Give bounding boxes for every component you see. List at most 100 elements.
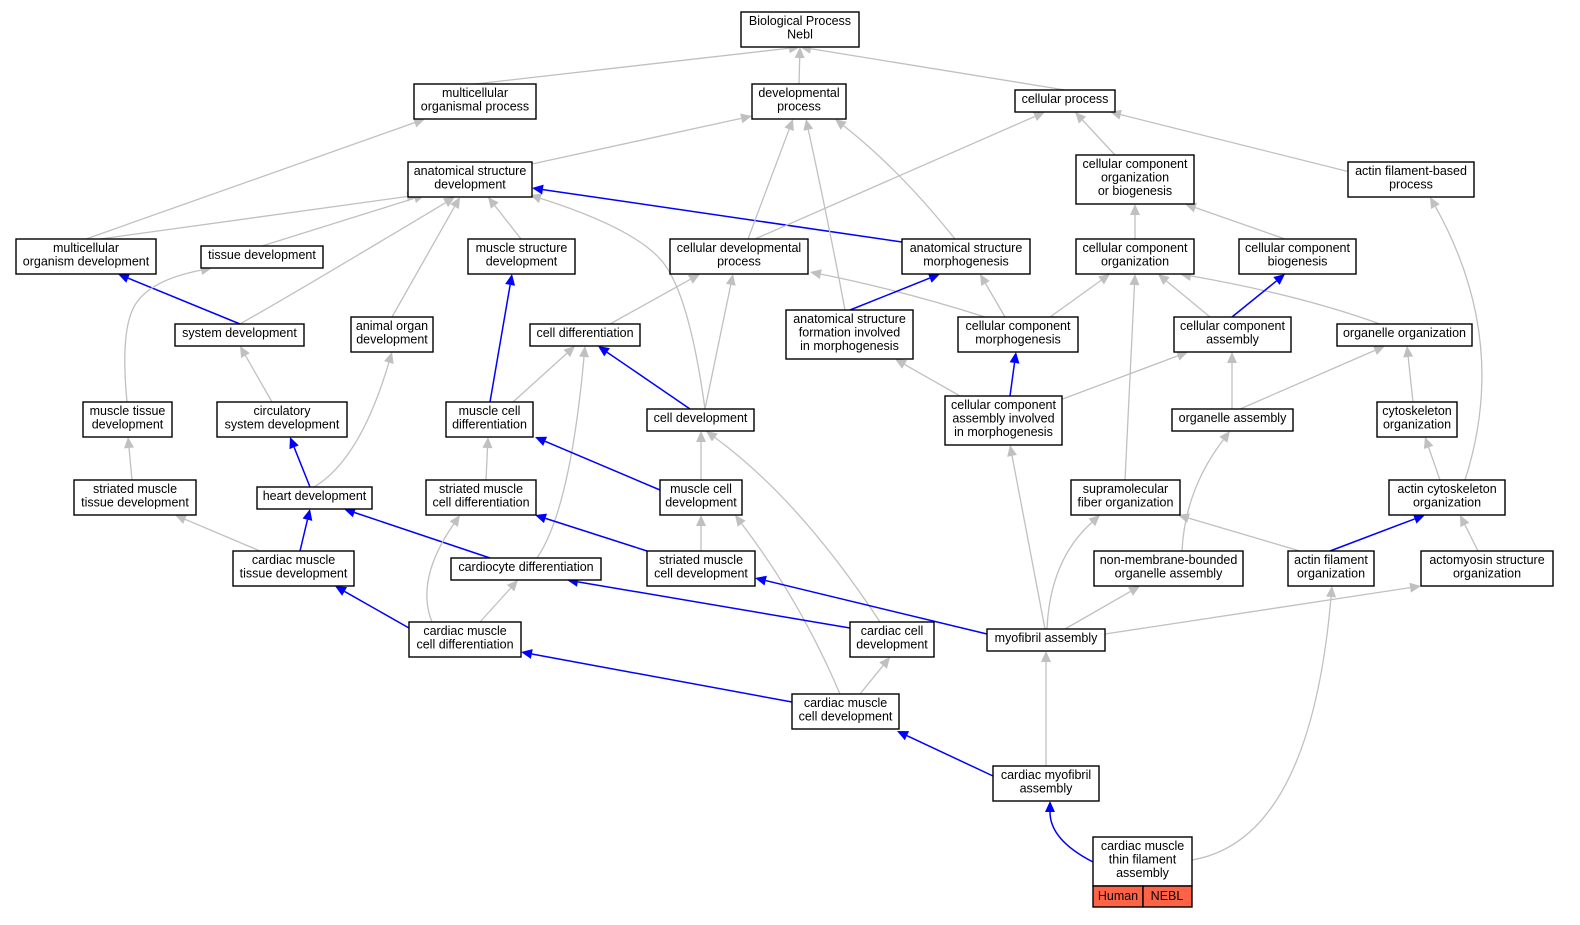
edge-ccd-to-cdev xyxy=(714,436,881,623)
arrowhead-ma-to-nmboa xyxy=(1127,586,1140,596)
edge-sd-to-asd xyxy=(239,202,446,325)
node-label-line: non-membrane-bounded xyxy=(1100,553,1238,567)
edge-mod-to-mop xyxy=(85,122,415,240)
node-label-line: assembly involved xyxy=(952,412,1054,426)
go-term-node-cp[interactable]: cellular process xyxy=(1014,89,1116,113)
node-label-line: cell differentiation xyxy=(536,326,633,340)
arrowhead-ccm-to-cco xyxy=(1098,274,1110,285)
arrowhead-asfm-to-asm xyxy=(927,273,940,283)
edge-ccob-to-cp xyxy=(1082,119,1116,156)
edge-sd-to-mod xyxy=(127,277,241,325)
go-term-node-cdev[interactable]: cell development xyxy=(646,408,755,432)
node-box xyxy=(82,401,173,438)
go-term-node-sd[interactable]: system development xyxy=(174,323,305,347)
arrowhead-ma-to-amso xyxy=(1409,582,1421,593)
edge-ccm-to-cdp xyxy=(820,273,986,318)
node-label-line: actin filament-based xyxy=(1355,164,1467,178)
node-label-line: anatomical structure xyxy=(910,241,1023,255)
node-box xyxy=(785,309,914,360)
edge-mcdev-to-mcd xyxy=(544,440,661,491)
arrowhead-ccd-to-cdev xyxy=(706,431,718,442)
node-box xyxy=(1075,238,1195,275)
node-label-line: organelle assembly xyxy=(1179,411,1287,425)
arrowhead-cma-to-cmcdev xyxy=(897,731,910,741)
edge-cmtd-to-smtd xyxy=(184,518,261,552)
edge-nmboa-to-oa xyxy=(1181,439,1224,552)
node-label-line: multicellular xyxy=(442,86,508,100)
edge-ma-to-smcdev xyxy=(765,579,988,635)
go-term-node-ma[interactable]: myofibril assembly xyxy=(986,628,1106,652)
node-box xyxy=(1336,323,1473,347)
node-box xyxy=(1420,550,1554,587)
node-box xyxy=(200,245,324,269)
go-term-node-cardiod[interactable]: cardiocyte differentiation xyxy=(450,557,602,581)
node-label-line: tissue development xyxy=(208,248,316,262)
arrowhead-dp-to-bp xyxy=(794,47,805,59)
arrowhead-sfo-to-cco xyxy=(1129,274,1140,286)
arrowhead-ma-to-smcdev xyxy=(755,575,767,586)
node-label-line: fiber organization xyxy=(1078,496,1174,510)
edge-co-to-oo xyxy=(1407,356,1414,403)
edge-cdp-to-cp xyxy=(754,115,1036,240)
node-label-line: circulatory xyxy=(254,404,312,418)
node-label-line: cellular component xyxy=(1245,241,1350,255)
edge-cmcdev-to-cmcd xyxy=(531,653,793,703)
go-term-node-oo[interactable]: organelle organization xyxy=(1336,323,1473,347)
go-term-node-oa[interactable]: organelle assembly xyxy=(1171,408,1294,432)
species-tag: Human xyxy=(1098,889,1138,903)
annotation-row: Human NEBL xyxy=(1092,885,1193,908)
edge-mop-to-bp xyxy=(474,47,790,85)
node-label-line: process xyxy=(1389,178,1433,192)
go-term-node-cdiff[interactable]: cell differentiation xyxy=(529,323,641,347)
edge-oo-to-cco xyxy=(1190,275,1381,325)
go-term-node-hd[interactable]: heart development xyxy=(256,486,373,510)
arrowhead-ccaim-to-ccm xyxy=(1009,352,1020,364)
edge-ccaim-to-cca xyxy=(1059,355,1178,401)
node-label-line: Nebl xyxy=(787,28,813,42)
edge-cmcdev-to-mcdev xyxy=(741,523,841,695)
arrowhead-cca-to-cco xyxy=(1158,274,1170,285)
node-label-line: supramolecular xyxy=(1083,482,1168,496)
go-term-node-td[interactable]: tissue development xyxy=(200,245,324,269)
node-label-line: striated muscle xyxy=(439,482,523,496)
arrowhead-cmcd-to-cmtd xyxy=(335,586,348,596)
node-label-line: cell development xyxy=(654,411,748,425)
node-label-line: assembly xyxy=(1206,333,1260,347)
